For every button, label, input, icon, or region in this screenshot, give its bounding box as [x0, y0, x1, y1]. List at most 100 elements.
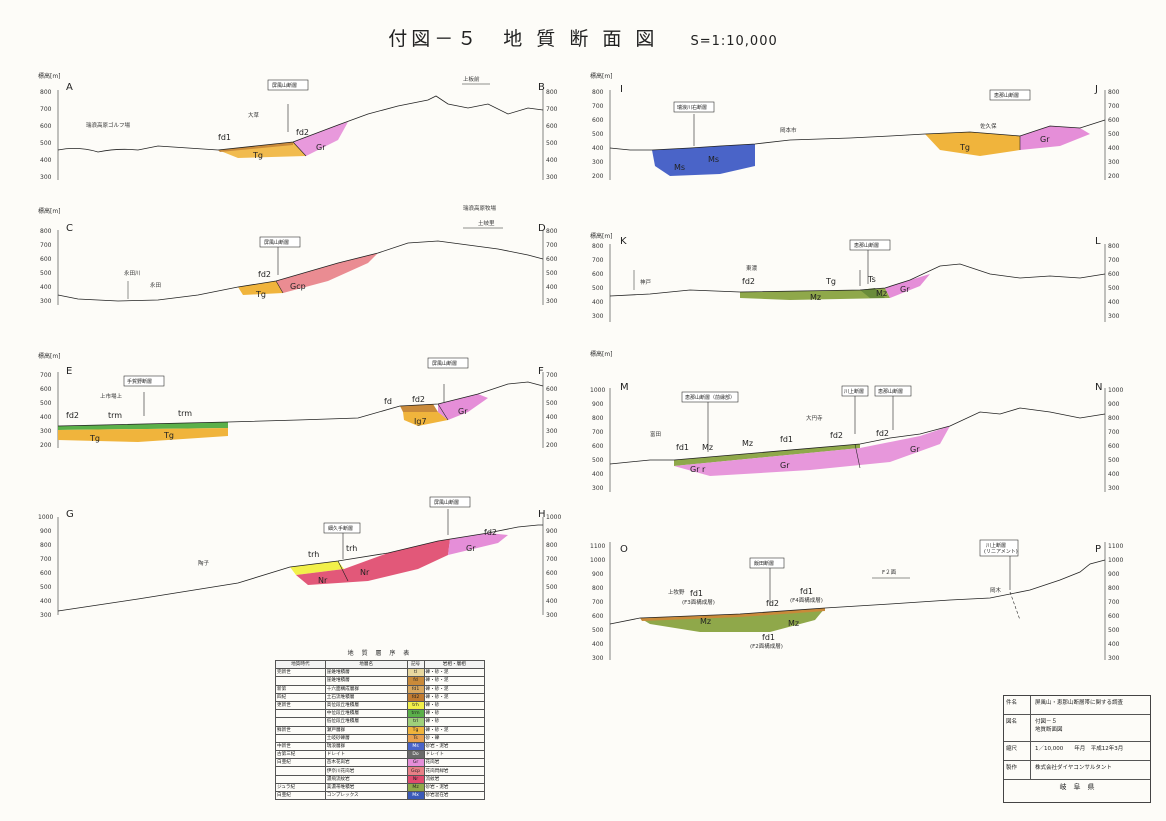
unit-tg — [925, 132, 1020, 156]
section-label: 土岐里 — [478, 219, 495, 227]
section-label: 1100 — [1108, 543, 1123, 550]
section-label: 屏風山断層 — [432, 360, 457, 367]
section-mark — [323, 522, 361, 534]
legend-cell: 更新世 — [275, 700, 326, 711]
section-label: fd2 — [66, 411, 79, 420]
section-label: 700 — [546, 242, 558, 249]
legend-cell: 鮮新世 — [275, 725, 326, 735]
unit-gr — [293, 122, 348, 156]
title-block-cell: 1／10,000 年月 平成12年3月 — [1035, 746, 1124, 752]
section-label: 400 — [592, 299, 604, 306]
section-label: 佐久保 — [980, 122, 997, 130]
section-label: F — [538, 366, 544, 377]
section-mark — [854, 443, 861, 469]
section-label: 川上断層 — [986, 542, 1006, 549]
section-label: fd2 — [830, 431, 843, 440]
title-block-cell: 製作株式会社ダイヤコンサルタント — [1004, 761, 1150, 780]
section-mark — [749, 557, 785, 569]
section-label: 岡木 — [990, 586, 1002, 594]
section-mark — [292, 141, 307, 157]
section-label: 300 — [1108, 159, 1120, 166]
legend-cell: Mx — [406, 790, 425, 801]
section-label: 恵那山断層 — [994, 92, 1019, 99]
title-scale: S=1:10,000 — [690, 34, 778, 49]
section-label: 600 — [40, 123, 52, 130]
section-label: 川上断層 — [844, 388, 864, 395]
legend-cell: 崖錐堆積層 — [324, 668, 408, 678]
section-label: Tg — [252, 151, 263, 160]
section-label: Gr r — [690, 465, 706, 474]
section-label: 600 — [1108, 613, 1120, 620]
section-label: (F2面構成層) — [750, 642, 783, 650]
ticks-left: 800 700 600 500 400 300 — [40, 89, 52, 181]
unit-tg — [218, 142, 306, 158]
legend-cell: 瑞浪層群 — [324, 741, 408, 752]
section-label: Mz — [810, 293, 821, 302]
section-label: (リニアメント) — [984, 549, 1018, 555]
section-label: 300 — [546, 298, 558, 305]
section-label: 700 — [592, 429, 604, 436]
section-label: fd2 — [296, 128, 309, 137]
section-label: 300 — [592, 313, 604, 320]
legend-cell: Nr — [406, 774, 425, 784]
ticks-right: 800 700 600 500 400 300 — [546, 89, 558, 181]
section-label: Mz — [702, 443, 713, 452]
section-label: 700 — [592, 599, 604, 606]
section-label: 600 — [40, 386, 52, 393]
section-label: 400 — [40, 598, 52, 605]
fault-label: 屏風山断層 — [272, 82, 297, 89]
section-label: I — [620, 84, 623, 95]
section-label: 600 — [592, 443, 604, 450]
section-label: 500 — [1108, 131, 1120, 138]
legend-cell: 地層名 — [324, 659, 408, 670]
section-label: 瑞浪川右断層 — [677, 104, 707, 111]
section-label: 600 — [592, 117, 604, 124]
section-label: Mz — [876, 289, 887, 298]
unit-mz — [674, 444, 860, 466]
section-label: 600 — [40, 570, 52, 577]
legend-cell: Do — [406, 750, 425, 760]
section-label: 神戸 — [640, 278, 652, 286]
section-label: 600 — [1108, 443, 1120, 450]
legend-cell — [275, 733, 326, 743]
section-label: Gr — [458, 407, 468, 416]
legend-cell: 中新世 — [275, 741, 326, 752]
section-label: 600 — [546, 256, 558, 263]
section-label: 700 — [1108, 429, 1120, 436]
section-label: 300 — [592, 159, 604, 166]
section-label: Gr — [1040, 135, 1050, 144]
section-label: 400 — [40, 414, 52, 421]
legend-cell: 礫・砂 — [423, 700, 486, 711]
section-label: 700 — [592, 103, 604, 110]
legend-cell — [275, 717, 326, 727]
section-label: F２面 — [882, 569, 897, 576]
unit-gr — [674, 426, 950, 476]
section-cd: 標高[m] C D 800 700 600 500 400 300 800 70… — [38, 204, 558, 315]
section-label: 1000 — [590, 387, 605, 394]
section-label: 800 — [592, 585, 604, 592]
section-label: Ts — [867, 275, 876, 284]
section-label: 500 — [592, 285, 604, 292]
legend-cell — [275, 774, 326, 784]
section-label: 800 — [546, 228, 558, 235]
section-label: 600 — [1108, 271, 1120, 278]
section-label: 標高[m] — [590, 232, 613, 240]
section-label: 300 — [546, 612, 558, 619]
legend-cell: 礫・砂・泥 — [423, 668, 486, 678]
section-label: 500 — [592, 457, 604, 464]
section-label: 400 — [1108, 641, 1120, 648]
unit-trh — [290, 561, 344, 575]
section-label: 400 — [40, 157, 52, 164]
unit-tg-w — [58, 428, 228, 442]
section-label: Nr — [360, 568, 370, 577]
section-label: Tg — [89, 434, 100, 443]
section-label: 600 — [592, 613, 604, 620]
section-label: 900 — [1108, 571, 1120, 578]
section-label: 300 — [40, 298, 52, 305]
